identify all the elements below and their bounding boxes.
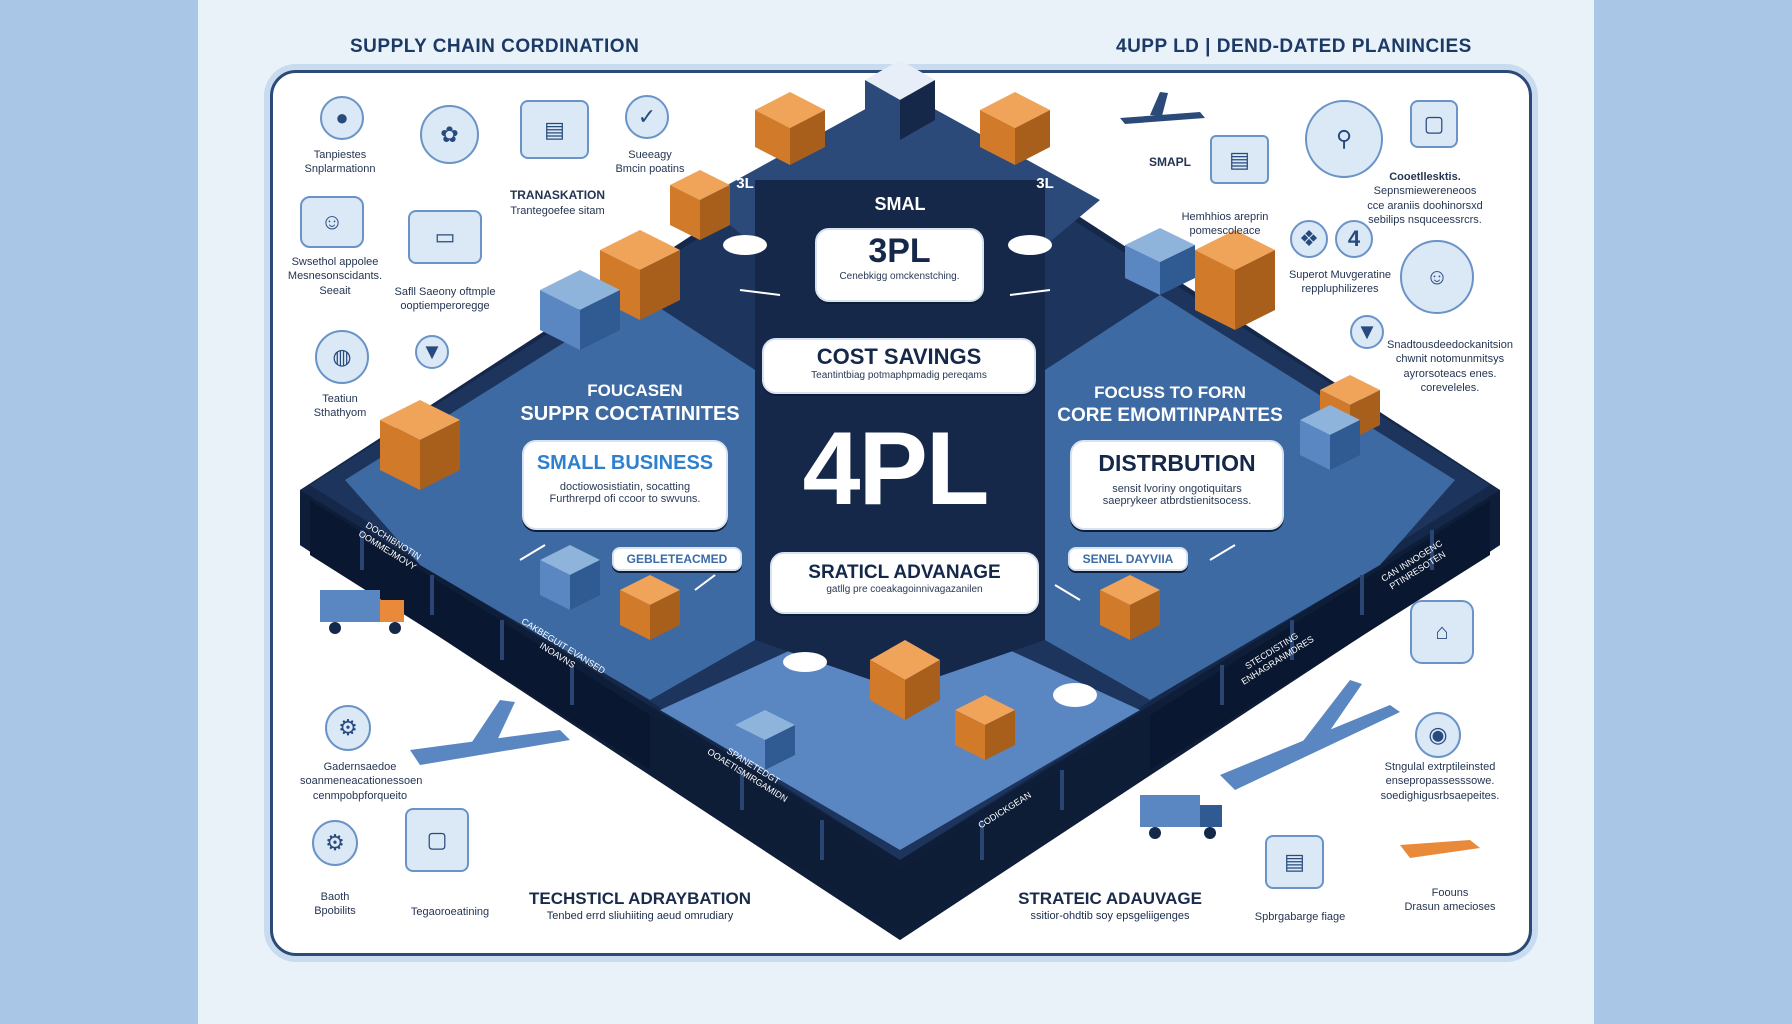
label-3l-right: 3L bbox=[1036, 175, 1054, 192]
pill-strat-sub: gatllg pre coeakagoinnivagazanilen bbox=[826, 584, 983, 595]
distribution-card: DISTRBUTION sensit lvoriny ongotiquitars… bbox=[1070, 440, 1284, 530]
gear-icon: ⚙ bbox=[325, 705, 371, 751]
number-four-icon: 4 bbox=[1335, 220, 1373, 258]
right-margin bbox=[1594, 0, 1792, 1024]
airplane-icon-right bbox=[1220, 680, 1400, 790]
header-left-title: SUPPLY CHAIN CORDINATION bbox=[350, 36, 640, 57]
pill-3pl: 3PL Cenebkigg omckenstching. bbox=[815, 228, 984, 302]
pill-3pl-title: 3PL bbox=[868, 232, 931, 270]
top-small-label: SMAL bbox=[874, 194, 926, 214]
magnifier-globe-icon: ⚲ bbox=[1305, 100, 1383, 178]
server-icon: ▤ bbox=[1265, 835, 1324, 889]
pill-cost-savings: COST SAVINGS Teantintbiag potmaphpmadig … bbox=[762, 338, 1036, 394]
edge-band-bottom bbox=[650, 715, 1150, 930]
team-icon: ☺ bbox=[1400, 240, 1474, 314]
truck-icon-right bbox=[1140, 795, 1222, 839]
main-4pl-title: 4PL bbox=[802, 411, 990, 527]
people-icon: ☺ bbox=[300, 196, 364, 248]
right-block-title-2: CORE EMOMTINPANTES bbox=[1057, 405, 1283, 426]
settings-icon: ⚙ bbox=[312, 820, 358, 866]
left-margin bbox=[0, 0, 198, 1024]
pill-strat-title: SRATICL ADVANAGE bbox=[808, 562, 1001, 583]
globe-icon: ◍ bbox=[315, 330, 369, 384]
distribution-title: DISTRBUTION bbox=[1098, 450, 1256, 476]
small-business-line-2: Furthrerpd ofi ccoor to swvuns. bbox=[549, 493, 701, 505]
tag-right: SENEL DAYVIIA bbox=[1068, 547, 1188, 571]
monitor-screen-icon: ▭ bbox=[408, 210, 482, 264]
container-stacks bbox=[540, 228, 1360, 770]
badge-icon: ❖ bbox=[1290, 220, 1328, 258]
bottom-left-title: TECHSTICL ADRAYBATION bbox=[529, 889, 751, 908]
airplane-icon bbox=[410, 700, 570, 765]
distribution-line-1: sensit lvoriny ongotiquitars bbox=[1112, 483, 1242, 495]
small-business-title: SMALL BUSINESS bbox=[536, 452, 714, 474]
left-block-title-1: FOUCASEN bbox=[587, 381, 683, 400]
cloud-icons bbox=[697, 99, 1101, 707]
bottom-right-subtitle: ssitior-ohdtib soy epsgeliigenges bbox=[1030, 910, 1190, 922]
pill-cost-sub: Teantintbiag potmaphpmadig pereqams bbox=[811, 370, 987, 381]
bottom-right-title: STRATEIC ADAUVAGE bbox=[1018, 889, 1202, 908]
right-item-7: Spbrgabarge fiage bbox=[1254, 911, 1346, 923]
pin-icon: ▼ bbox=[1350, 315, 1384, 349]
check-icon: ✓ bbox=[625, 95, 669, 139]
package-icon: ▢ bbox=[405, 808, 469, 872]
right-item-1: SMAPL bbox=[1149, 155, 1191, 169]
flow-arrows bbox=[519, 289, 1236, 601]
label-3l-left: 3L bbox=[736, 175, 754, 192]
bottom-zone bbox=[660, 600, 1140, 850]
tag-left: GEBLETEACMED bbox=[612, 547, 742, 571]
edge-band-right bbox=[1150, 500, 1490, 770]
pill-strategic-advantage: SRATICL ADVANAGE gatllg pre coeakagoinni… bbox=[770, 552, 1039, 614]
right-block-title-1: FOCUSS TO FORN bbox=[1094, 383, 1246, 402]
rocket-icon bbox=[1400, 840, 1480, 858]
emblem-icon: ◉ bbox=[1415, 712, 1461, 758]
book-icon: ▤ bbox=[520, 100, 589, 159]
airplane-top-right-icon bbox=[1120, 92, 1205, 124]
cargo-boxes bbox=[380, 92, 1380, 760]
left-item-6: Tegaoroeatining bbox=[410, 906, 490, 918]
location-pin-icon: ▼ bbox=[415, 335, 449, 369]
house-shield-icon: ⌂ bbox=[1410, 600, 1474, 664]
small-business-line-1: doctiowosistiatin, socatting bbox=[559, 481, 691, 493]
pill-cost-title: COST SAVINGS bbox=[816, 344, 982, 369]
lightbulb-icon: ● bbox=[320, 96, 364, 140]
tablet-icon: ▤ bbox=[1210, 135, 1269, 184]
edge-band-left bbox=[310, 500, 650, 770]
network-icon: ✿ bbox=[420, 105, 479, 164]
bottom-left-subtitle: Tenbed errd sliuhiiting aeud omrudiary bbox=[546, 910, 734, 922]
header-right-title: 4UPP LD | DEND-DATED PLANINCIES bbox=[1116, 36, 1472, 57]
square-icon: ▢ bbox=[1410, 100, 1458, 148]
edge-stripes bbox=[360, 530, 1434, 860]
truck-icon bbox=[320, 590, 404, 634]
pill-3pl-sub: Cenebkigg omckenstching. bbox=[839, 271, 960, 282]
monitor-icon bbox=[865, 60, 935, 140]
small-business-card: SMALL BUSINESS doctiowosistiatin, socatt… bbox=[522, 440, 728, 530]
left-block-title-2: SUPPR COCTATINITES bbox=[520, 403, 740, 425]
distribution-line-2: saeprykeer atbrdstienitsocess. bbox=[1102, 495, 1252, 507]
